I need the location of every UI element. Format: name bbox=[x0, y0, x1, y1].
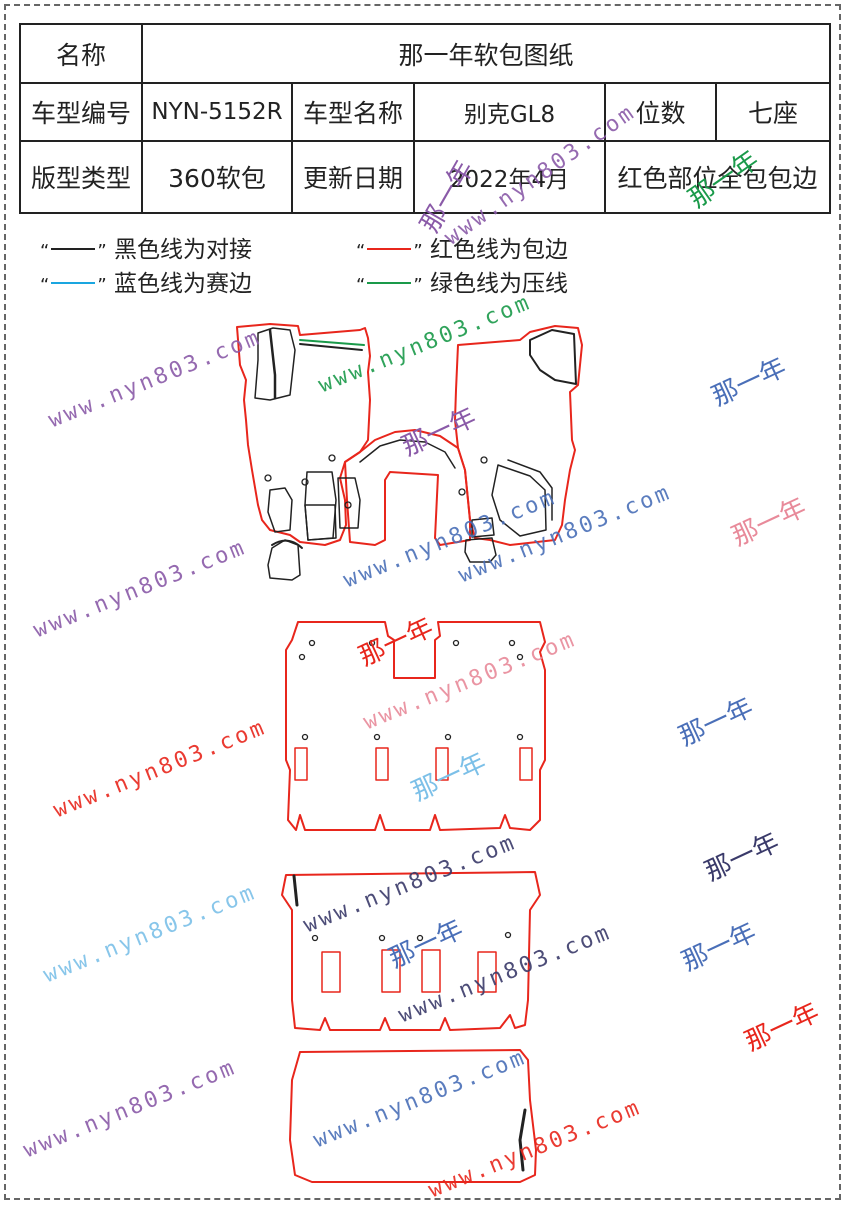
quote-close: ” bbox=[413, 241, 423, 262]
small-piece-c bbox=[304, 504, 337, 541]
model-name-value: 别克GL8 bbox=[413, 82, 606, 142]
legend-green-text: 绿色线为压线 bbox=[429, 271, 568, 297]
snap-hole bbox=[444, 733, 452, 741]
small-piece-d bbox=[337, 477, 361, 529]
snap-hole bbox=[301, 733, 309, 741]
front-right-inner-pad-2 bbox=[507, 459, 553, 521]
snap-hole bbox=[373, 733, 381, 741]
legend-black-text: 黑色线为对接 bbox=[113, 237, 252, 263]
coverage-value: 红色部位全包包边 bbox=[603, 140, 832, 214]
second-row-mat bbox=[285, 621, 546, 831]
snap-hole bbox=[516, 733, 524, 741]
quote-close: ” bbox=[97, 275, 107, 296]
snap-hole bbox=[452, 639, 460, 647]
model-name-label: 车型名称 bbox=[291, 82, 415, 142]
third-row-slot-2 bbox=[381, 949, 401, 993]
small-piece-b bbox=[304, 471, 337, 541]
front-left-heel-pad bbox=[254, 327, 296, 401]
small-piece-g bbox=[471, 517, 495, 538]
page-border bbox=[4, 4, 841, 1200]
pattern-type-value: 360软包 bbox=[141, 140, 293, 214]
snap-hole bbox=[458, 488, 466, 496]
front-left-green-seam bbox=[299, 339, 365, 346]
front-right-mat bbox=[454, 325, 583, 546]
quote-open: “ bbox=[40, 275, 50, 296]
name-label: 名称 bbox=[19, 23, 143, 84]
third-row-black-seam bbox=[292, 874, 299, 907]
trunk-mat bbox=[289, 1049, 537, 1183]
snap-hole bbox=[298, 653, 306, 661]
legend-red-text: 红色线为包边 bbox=[429, 237, 568, 263]
third-row-mat bbox=[281, 871, 541, 1031]
legend-green: “ ” 绿色线为压线 bbox=[356, 264, 568, 298]
legend-blue: “ ” 蓝色线为赛边 bbox=[40, 264, 252, 298]
front-left-mat bbox=[236, 323, 371, 546]
second-row-slot-4 bbox=[519, 747, 533, 781]
snap-holes bbox=[264, 454, 524, 942]
snap-hole bbox=[504, 931, 512, 939]
front-right-heel-pad bbox=[529, 329, 577, 385]
front-left-black-seam bbox=[299, 343, 363, 351]
snap-hole bbox=[264, 474, 272, 482]
second-row-slot-3 bbox=[435, 747, 449, 781]
snap-hole bbox=[480, 456, 488, 464]
second-row-slot-2 bbox=[375, 747, 389, 781]
snap-hole bbox=[311, 934, 319, 942]
update-date-label: 更新日期 bbox=[291, 140, 415, 214]
black-line-swatch bbox=[51, 247, 96, 250]
quote-close: ” bbox=[97, 241, 107, 262]
snap-hole bbox=[308, 639, 316, 647]
pattern-type-label: 版型类型 bbox=[19, 140, 143, 214]
snap-hole bbox=[508, 639, 516, 647]
small-piece-h bbox=[271, 539, 303, 549]
legend-blue-text: 蓝色线为赛边 bbox=[113, 271, 252, 297]
quote-close: ” bbox=[413, 275, 423, 296]
blue-line-swatch bbox=[51, 281, 96, 284]
red-line-swatch bbox=[367, 247, 412, 250]
snap-hole bbox=[378, 934, 386, 942]
third-row-slot-1 bbox=[321, 951, 341, 993]
small-piece-f bbox=[464, 537, 497, 563]
seats-label: 位数 bbox=[604, 82, 717, 142]
model-code-label: 车型编号 bbox=[19, 82, 143, 142]
front-right-inner-pad bbox=[491, 464, 547, 537]
small-piece-e bbox=[267, 539, 301, 581]
trunk-black-seam bbox=[518, 1108, 527, 1172]
center-tunnel-inner bbox=[359, 439, 456, 469]
snap-hole bbox=[368, 639, 376, 647]
snap-hole bbox=[301, 478, 309, 486]
legend-red: “ ” 红色线为包边 bbox=[356, 230, 568, 264]
snap-hole bbox=[344, 501, 352, 509]
small-piece-a bbox=[267, 487, 293, 533]
second-row-slot-1 bbox=[294, 747, 308, 781]
name-value: 那一年软包图纸 bbox=[140, 23, 832, 84]
info-table: 名称 那一年软包图纸 车型编号 NYN-5152R 车型名称 别克GL8 位数 … bbox=[19, 23, 832, 214]
snap-hole bbox=[328, 454, 336, 462]
snap-hole bbox=[416, 934, 424, 942]
update-date-value: 2022年4月 bbox=[413, 140, 606, 214]
third-row-slot-3 bbox=[421, 949, 441, 993]
third-row-slot-4 bbox=[477, 951, 497, 993]
legend-black: “ ” 黑色线为对接 bbox=[40, 230, 252, 264]
quote-open: “ bbox=[356, 275, 366, 296]
center-tunnel bbox=[344, 429, 471, 546]
front-left-seam bbox=[268, 328, 277, 400]
green-line-swatch bbox=[367, 281, 412, 284]
snap-hole bbox=[516, 653, 524, 661]
seats-value: 七座 bbox=[714, 82, 832, 142]
model-code-value: NYN-5152R bbox=[141, 82, 293, 142]
quote-open: “ bbox=[40, 241, 50, 262]
quote-open: “ bbox=[356, 241, 366, 262]
